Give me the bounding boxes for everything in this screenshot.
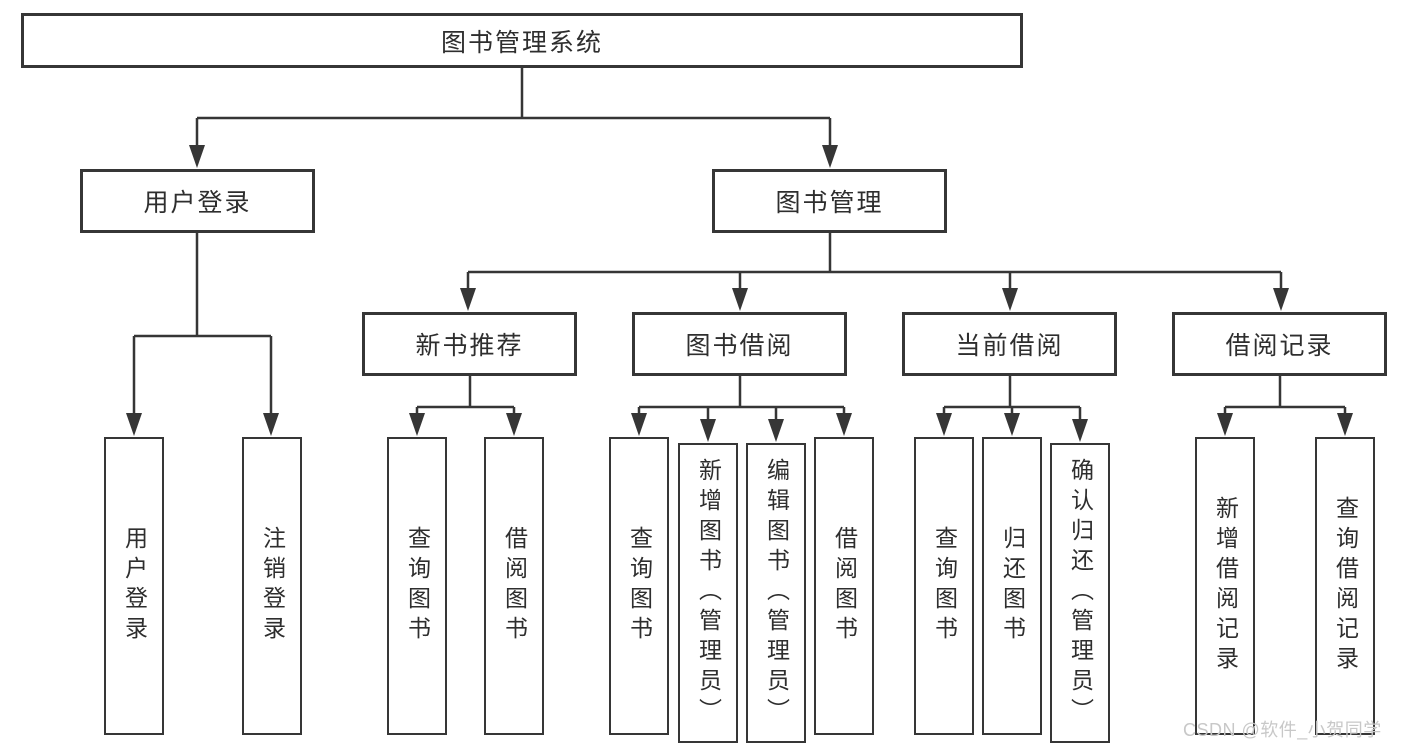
leaf-query-books-recommend: 查询图书 — [387, 437, 447, 735]
leaf-query-borrow-record: 查询借阅记录 — [1315, 437, 1375, 735]
leaf-logout: 注销登录 — [242, 437, 302, 735]
node-book-management: 图书管理 — [712, 169, 947, 233]
leaf-borrow-books-recommend: 借阅图书 — [484, 437, 544, 735]
node-root-library-system: 图书管理系统 — [21, 13, 1023, 68]
leaf-borrow-books-borrow: 借阅图书 — [814, 437, 874, 735]
leaf-query-books-borrow: 查询图书 — [609, 437, 669, 735]
csdn-watermark: CSDN @软件_小贺同学 — [1183, 720, 1382, 740]
leaf-return-books: 归还图书 — [982, 437, 1042, 735]
node-book-borrow: 图书借阅 — [632, 312, 847, 376]
node-user-login: 用户登录 — [80, 169, 315, 233]
node-borrow-records: 借阅记录 — [1172, 312, 1387, 376]
leaf-add-books-admin: 新增图书（管理员） — [678, 443, 738, 743]
leaf-query-books-current: 查询图书 — [914, 437, 974, 735]
leaf-edit-books-admin: 编辑图书（管理员） — [746, 443, 806, 743]
leaf-add-borrow-record: 新增借阅记录 — [1195, 437, 1255, 735]
node-current-borrow: 当前借阅 — [902, 312, 1117, 376]
leaf-confirm-return-admin: 确认归还（管理员） — [1050, 443, 1110, 743]
node-new-book-recommend: 新书推荐 — [362, 312, 577, 376]
leaf-user-login: 用户登录 — [104, 437, 164, 735]
